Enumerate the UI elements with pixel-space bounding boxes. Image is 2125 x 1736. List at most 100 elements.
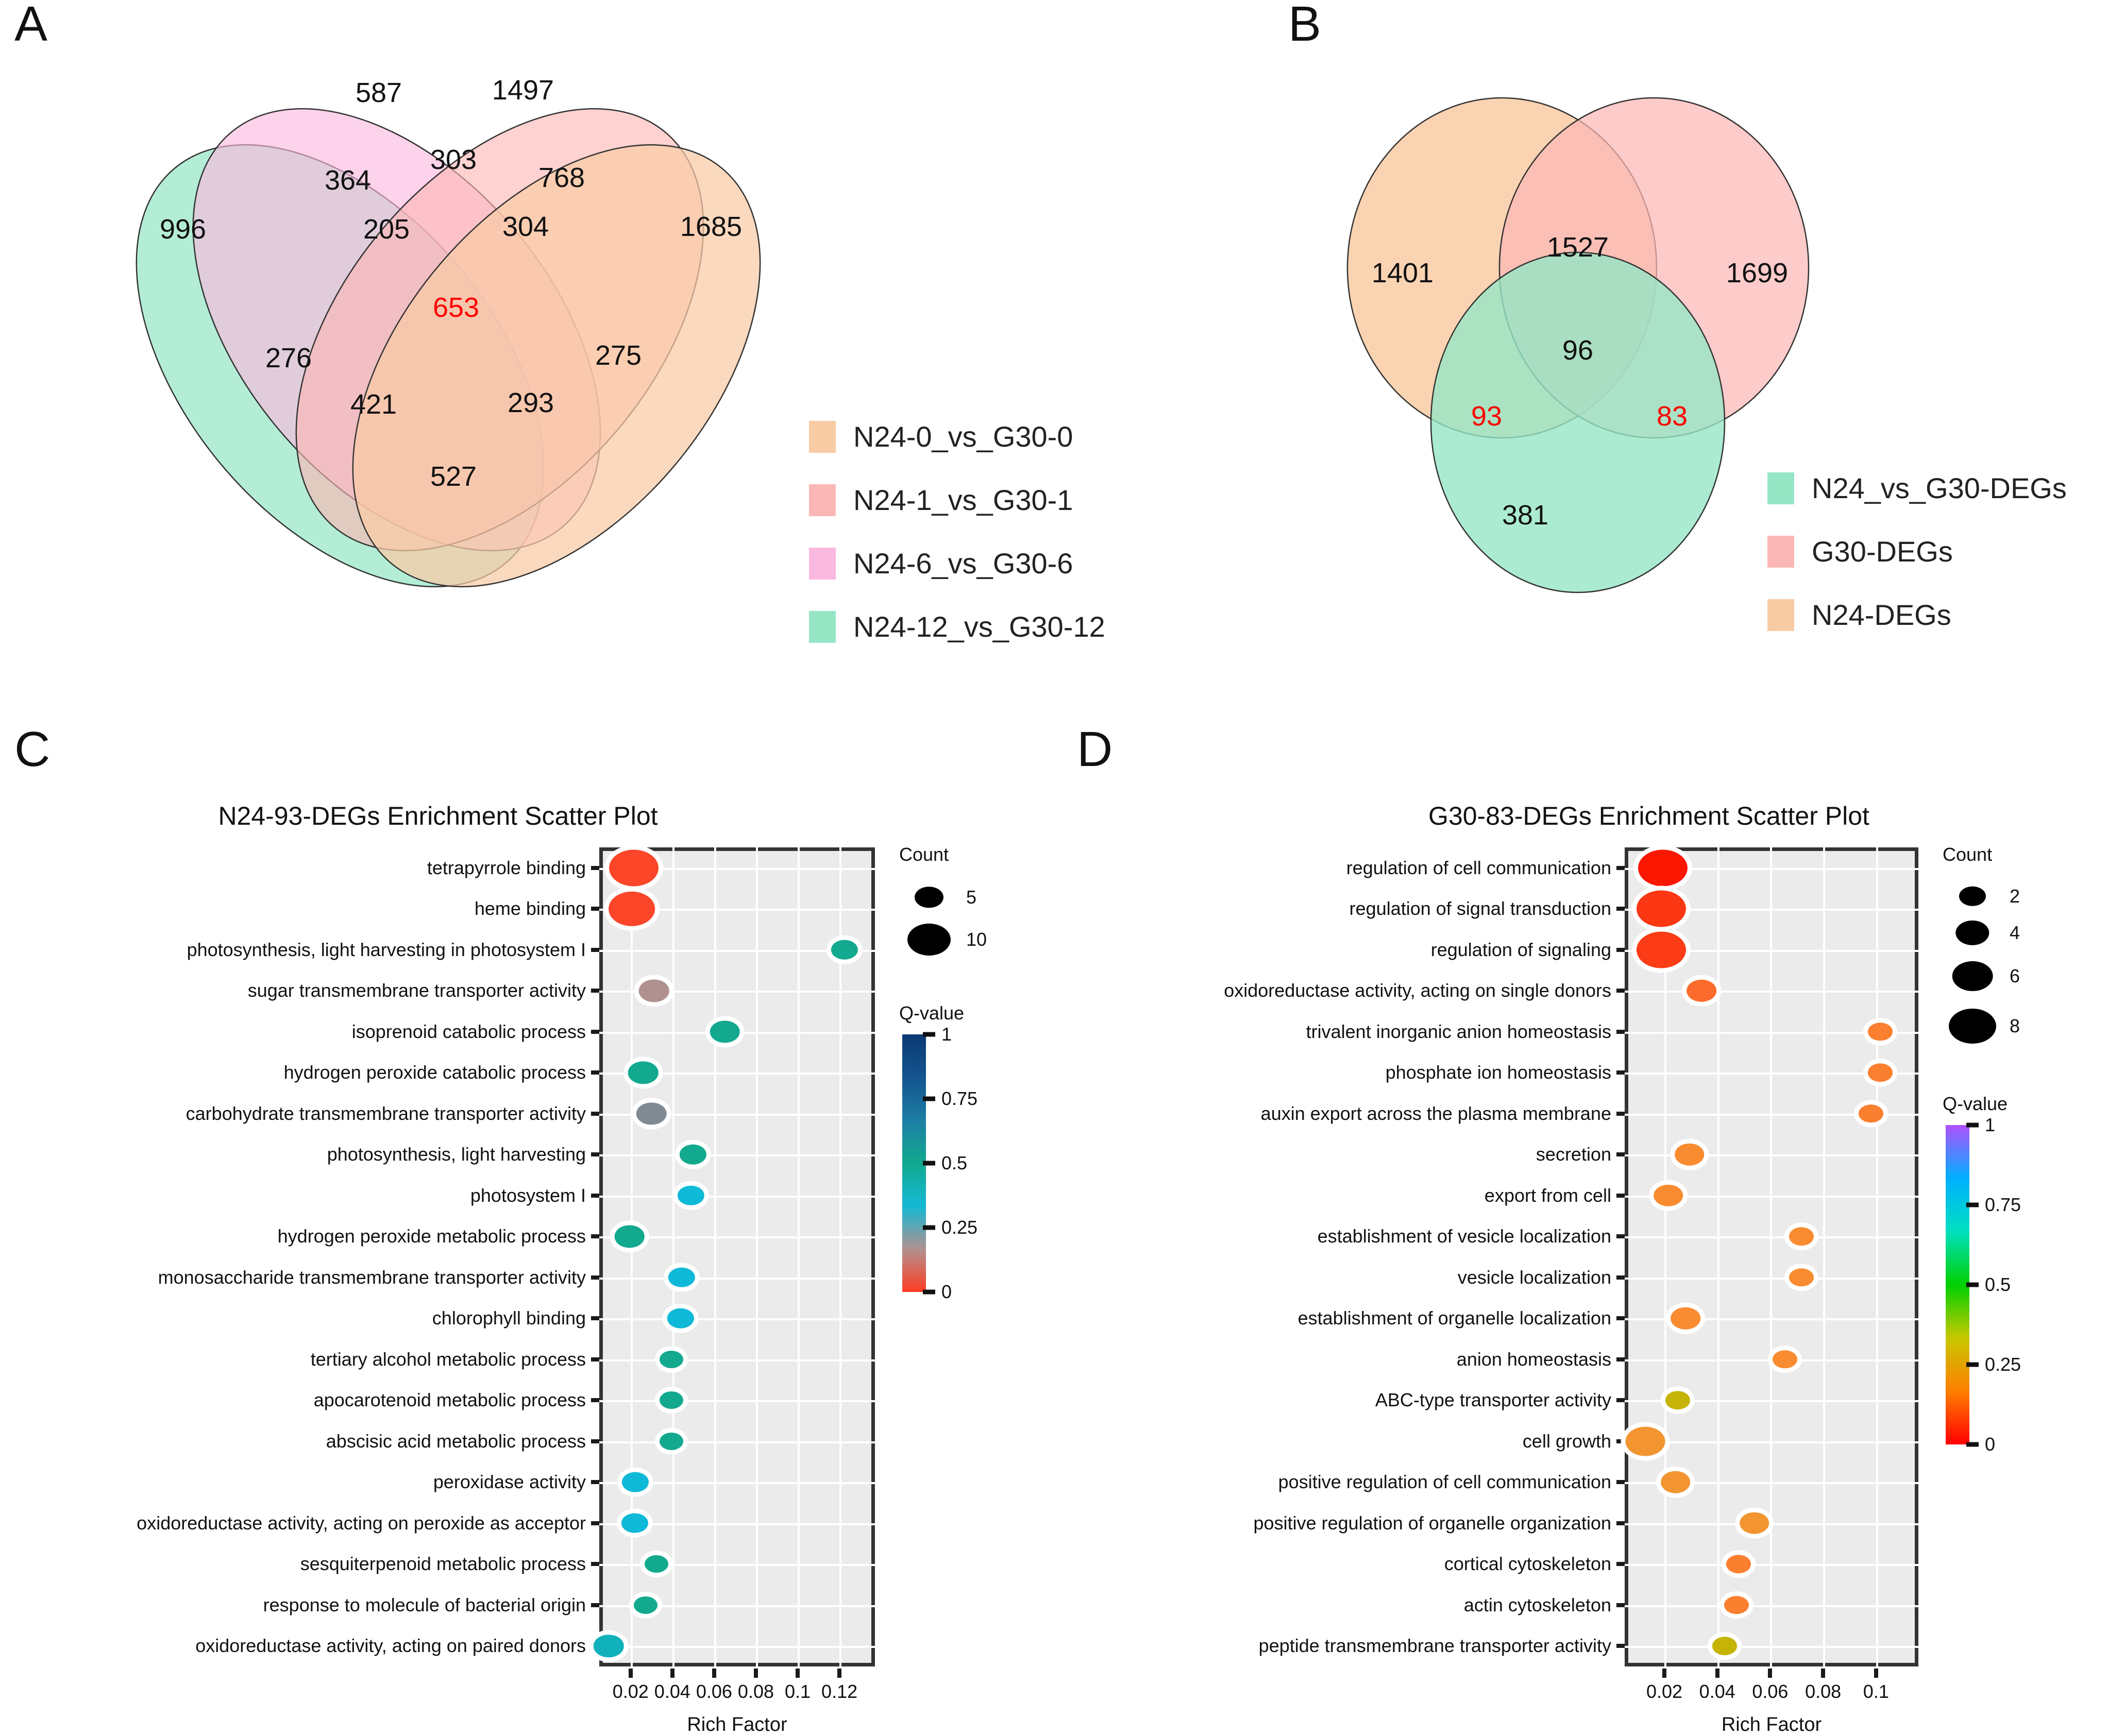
- y-axis-label: isoprenoid catabolic process: [351, 1020, 586, 1042]
- scatter-point[interactable]: [659, 1350, 683, 1368]
- y-axis-tick: [591, 1439, 599, 1443]
- legend-swatch-n24-12: [809, 610, 836, 643]
- y-axis-tick: [591, 1521, 599, 1525]
- scatter-point[interactable]: [677, 1185, 705, 1206]
- gridline-horizontal: [1625, 1400, 1918, 1403]
- venn-b-labels: 1401 1527 1699 96 93 83 381: [1293, 41, 1901, 675]
- y-axis-label: response to molecule of bacterial origin: [263, 1594, 586, 1615]
- size-legend-dot: [1949, 1008, 1996, 1044]
- y-axis-tick: [591, 1562, 599, 1567]
- scatter-point[interactable]: [667, 1308, 695, 1329]
- colorbar-tick: [1966, 1362, 1979, 1367]
- scatter-point[interactable]: [614, 1225, 645, 1248]
- scatter-point[interactable]: [1867, 1063, 1893, 1082]
- scatter-point[interactable]: [659, 1391, 683, 1409]
- scatter-point[interactable]: [659, 1432, 683, 1450]
- y-axis-label: photosynthesis, light harvesting in phot…: [187, 939, 586, 960]
- x-axis-tick-label: 0.12: [821, 1681, 858, 1702]
- scatter-point[interactable]: [1653, 1184, 1683, 1207]
- scatter-point[interactable]: [1675, 1143, 1705, 1166]
- gridline-horizontal: [599, 1318, 875, 1321]
- scatter-point[interactable]: [1772, 1350, 1797, 1369]
- scatter-point[interactable]: [1789, 1268, 1814, 1287]
- scatter-point[interactable]: [831, 940, 858, 960]
- venn-count-only-6: 587: [355, 77, 402, 108]
- colorbar-tick: [1966, 1202, 1979, 1207]
- scatter-point[interactable]: [668, 1267, 696, 1288]
- scatter-point[interactable]: [1724, 1595, 1749, 1614]
- scatter-point[interactable]: [1665, 1391, 1690, 1410]
- legend-label-n24-12: N24-12_vs_G30-12: [853, 610, 1105, 643]
- scatter-point[interactable]: [608, 892, 655, 926]
- gridline-horizontal: [1625, 1646, 1918, 1648]
- y-axis-label: positive regulation of organelle organiz…: [1253, 1512, 1611, 1534]
- y-axis-label: actin cytoskeleton: [1463, 1594, 1611, 1615]
- gridline-horizontal: [599, 1073, 875, 1075]
- gridline-horizontal: [599, 1441, 875, 1443]
- y-axis-label: oxidoreductase activity, acting on paire…: [195, 1635, 586, 1657]
- legend-item-g30-degs: G30-DEGs: [1767, 535, 2067, 568]
- scatter-point[interactable]: [1660, 1471, 1691, 1493]
- y-axis-tick: [591, 1275, 599, 1280]
- y-axis-label: sugar transmembrane transporter activity: [247, 980, 586, 1001]
- scatter-point[interactable]: [1686, 979, 1716, 1002]
- venn-diagram-b: [1346, 97, 1810, 593]
- y-axis-label: peptide transmembrane transporter activi…: [1258, 1635, 1611, 1657]
- scatter-point[interactable]: [645, 1555, 669, 1573]
- y-axis-label: anion homeostasis: [1456, 1348, 1611, 1370]
- scatter-point[interactable]: [621, 1513, 649, 1534]
- legend-swatch-g30-degs: [1767, 535, 1794, 568]
- scatter-point[interactable]: [628, 1061, 659, 1084]
- y-axis-label: photosynthesis, light harvesting: [327, 1144, 586, 1165]
- scatter-point[interactable]: [1867, 1022, 1893, 1041]
- gridline-horizontal: [1625, 1154, 1918, 1157]
- colorbar-tick-label: 0.75: [1985, 1194, 2021, 1215]
- venn-count-center: 653: [432, 292, 480, 323]
- scatter-point[interactable]: [1712, 1637, 1738, 1656]
- gridline-horizontal: [1625, 1359, 1918, 1361]
- y-axis-label: vesicle localization: [1457, 1266, 1611, 1288]
- y-axis-tick: [591, 947, 599, 952]
- y-axis-tick: [1616, 947, 1625, 952]
- scatter-point[interactable]: [1671, 1307, 1700, 1330]
- scatter-point[interactable]: [636, 1102, 667, 1125]
- scatter-point[interactable]: [1636, 890, 1686, 927]
- legend-item-n24-12: N24-12_vs_G30-12: [809, 610, 1105, 643]
- scatter-point[interactable]: [1636, 931, 1686, 968]
- colorbar-tick-label: 0.5: [941, 1152, 968, 1173]
- scatter-point[interactable]: [1638, 849, 1688, 887]
- gridline-vertical: [839, 847, 842, 1666]
- colorbar-tick-label: 0.5: [1985, 1274, 2011, 1295]
- scatter-point[interactable]: [593, 1635, 624, 1657]
- scatter-point[interactable]: [1726, 1555, 1751, 1574]
- scatter-point[interactable]: [710, 1020, 740, 1043]
- gridline-vertical: [1664, 847, 1667, 1666]
- size-legend-dot: [915, 887, 943, 908]
- scatter-point[interactable]: [621, 1472, 649, 1492]
- scatter-point[interactable]: [633, 1596, 657, 1614]
- y-axis-label: regulation of signaling: [1430, 939, 1611, 960]
- scatter-point[interactable]: [1625, 1426, 1665, 1456]
- legend-swatch-n24-6: [809, 547, 836, 580]
- gridline-horizontal: [1625, 1236, 1918, 1239]
- panel-b: B 1401 1527 1699 96 93 83 381 N24_vs_G30…: [1237, 0, 2125, 721]
- y-axis-label: ABC-type transporter activity: [1375, 1389, 1611, 1411]
- x-axis-title: Rich Factor: [1721, 1714, 1822, 1735]
- size-legend-dot: [907, 923, 951, 956]
- qvalue-colorbar: [1946, 1125, 1969, 1444]
- scatter-point[interactable]: [1739, 1512, 1769, 1535]
- scatter-point[interactable]: [1789, 1227, 1814, 1246]
- scatter-point[interactable]: [1858, 1104, 1883, 1123]
- y-axis-tick: [1616, 1398, 1625, 1403]
- scatter-point[interactable]: [679, 1144, 706, 1165]
- scatter-point[interactable]: [638, 979, 669, 1002]
- venn-count-only-12: 996: [159, 214, 207, 245]
- gridline-horizontal: [599, 1605, 875, 1607]
- y-axis-label: chlorophyll binding: [432, 1307, 586, 1329]
- venn-count-i-6-1-0: 304: [502, 211, 549, 242]
- venn-b-legend: N24_vs_G30-DEGs G30-DEGs N24-DEGs: [1767, 471, 2067, 661]
- venn-ellipse-n24-vs-g30-degs: [1430, 251, 1726, 593]
- venn-count-i-12-0: 527: [430, 461, 477, 492]
- gridline-vertical: [672, 847, 674, 1666]
- scatter-point[interactable]: [609, 849, 659, 887]
